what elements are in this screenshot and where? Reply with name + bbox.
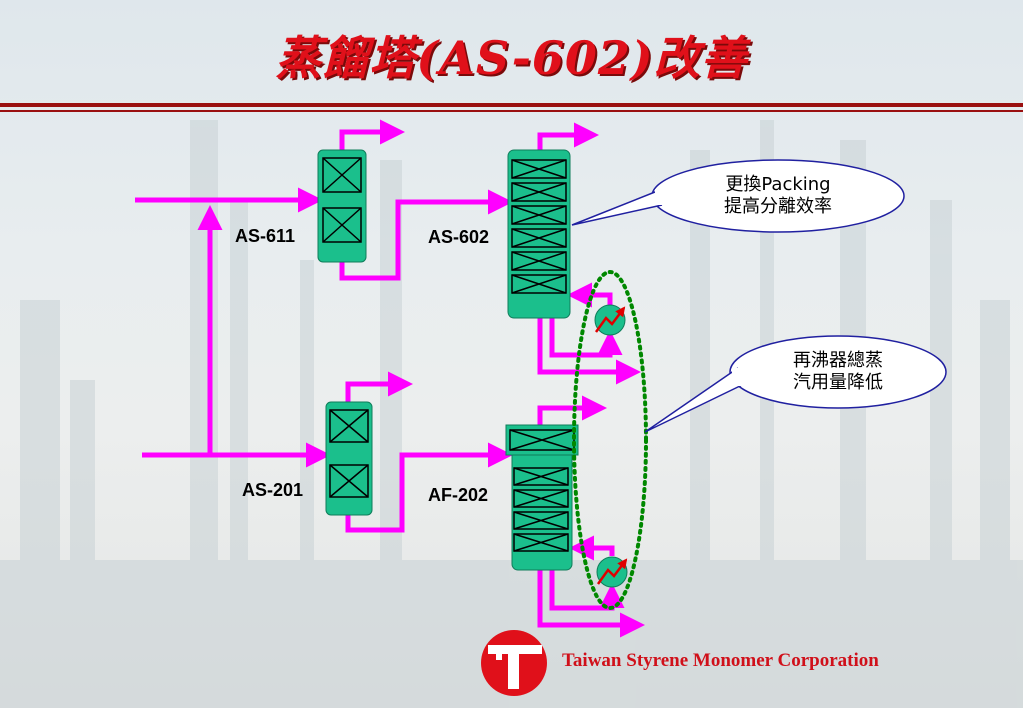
title-divider-thick [0, 103, 1023, 107]
callout-packing-text: 更換Packing 提高分離效率 [668, 174, 888, 218]
callout-reboiler-line1: 再沸器總蒸 [793, 350, 883, 371]
pipe-af202-reboiler-in [549, 570, 625, 611]
column-as201 [325, 401, 373, 516]
pipes [135, 119, 645, 638]
pipe-af202-reboiler-out [569, 535, 615, 561]
reboiler-as602 [594, 304, 626, 336]
pipe-af202-bottom [537, 570, 645, 638]
label-as201: AS-201 [242, 480, 304, 500]
column-as611 [317, 149, 367, 263]
column-af202 [505, 424, 579, 571]
callout-packing [571, 159, 905, 233]
callout-reboiler-line2: 汽用量降低 [793, 372, 883, 393]
pipe-af202-overhead [537, 395, 607, 425]
callout-packing-line1: 更換Packing [725, 174, 831, 195]
pipe-as602-overhead [537, 122, 599, 152]
pipe-as602-bottom [537, 318, 641, 385]
reboiler-af202 [596, 556, 628, 588]
pipe-as611-to-as602 [339, 189, 513, 281]
label-as611: AS-611 [235, 226, 296, 246]
pipe-as201-to-af202 [345, 442, 513, 533]
label-as602: AS-602 [428, 227, 490, 247]
pipe-as611-overhead [339, 119, 405, 152]
callout-packing-line2: 提高分離效率 [724, 196, 832, 217]
label-af202: AF-202 [428, 485, 489, 505]
title-divider-thin [0, 110, 1023, 112]
page-title: 蒸餾塔(AS-602)改善 [275, 31, 748, 85]
reboiler-highlight-ellipse [572, 270, 648, 610]
tsmc-logo [481, 630, 547, 696]
column-as602 [507, 149, 571, 319]
pipe-as602-reboiler-out [567, 282, 613, 308]
pipe-as201-overhead [345, 371, 413, 402]
callout-reboiler [644, 335, 947, 433]
pipe-as602-reboiler-in [549, 318, 623, 358]
company-name: Taiwan Styrene Monomer Corporation [562, 650, 879, 671]
callout-reboiler-text: 再沸器總蒸 汽用量降低 [740, 350, 936, 394]
